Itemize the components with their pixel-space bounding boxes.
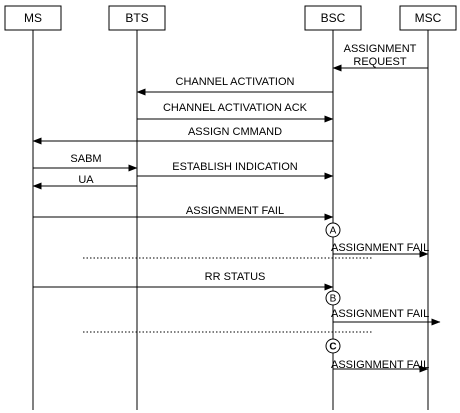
marker-circle [325,338,341,354]
message-label: SABM [70,153,101,165]
marker-label: C [329,342,336,353]
entity-box-ms: MS [4,5,62,31]
message-assign-cmmand: ASSIGN CMMAND [32,126,333,145]
message-label: ASSIGNMENT [344,43,417,55]
message-label: ESTABLISH INDICATION [172,161,298,173]
entity-box-frame [399,5,457,31]
entity-boxes: MS BTS BSC MSC [4,5,457,31]
message-channel-activation: CHANNEL ACTIVATION [136,76,333,96]
marker-circle [325,290,341,306]
message-label: CHANNEL ACTIVATION [176,76,295,88]
message-label: ASSIGNMENT FAIL [331,359,429,371]
entity-label-msc: MSC [415,11,442,25]
entity-box-bts: BTS [108,5,166,31]
message-label: ASSIGNMENT FAIL [331,308,429,320]
entity-box-frame [4,5,62,31]
marker-a: A [325,222,341,238]
entity-box-frame [304,5,362,31]
message-rr-status: RR STATUS [33,271,334,291]
message-label: CHANNEL ACTIVATION ACK [163,102,308,114]
message-assignment-fail-2: ASSIGNMENT FAIL [331,242,429,258]
marker-c: C [325,338,341,354]
entity-box-msc: MSC [399,5,457,31]
marker-b: B [325,290,341,306]
message-assignment-fail-1: ASSIGNMENT FAIL [33,205,334,221]
message-label: RR STATUS [205,271,266,283]
message-label: ASSIGNMENT FAIL [331,242,429,254]
entity-box-frame [108,5,166,31]
message-ua: UA [32,174,137,190]
message-label: ASSIGNMENT FAIL [186,205,284,217]
message-assignment-fail-3: ASSIGNMENT FAIL [331,308,441,326]
message-sabm: SABM [33,153,138,172]
message-label: REQUEST [353,56,406,68]
message-assignment-fail-4: ASSIGNMENT FAIL [331,359,429,373]
message-label: UA [78,174,94,186]
entity-label-ms: MS [24,11,42,25]
entity-label-bsc: BSC [321,11,346,25]
message-label: ASSIGN CMMAND [188,126,282,138]
entity-box-bsc: BSC [304,5,362,31]
markers: A B C [325,222,341,354]
message-establish-indication: ESTABLISH INDICATION [137,161,334,180]
marker-circle [325,222,341,238]
marker-label: B [330,294,337,305]
entity-label-bts: BTS [125,11,148,25]
marker-label: A [330,226,337,237]
message-channel-activation-ack: CHANNEL ACTIVATION ACK [137,102,334,123]
